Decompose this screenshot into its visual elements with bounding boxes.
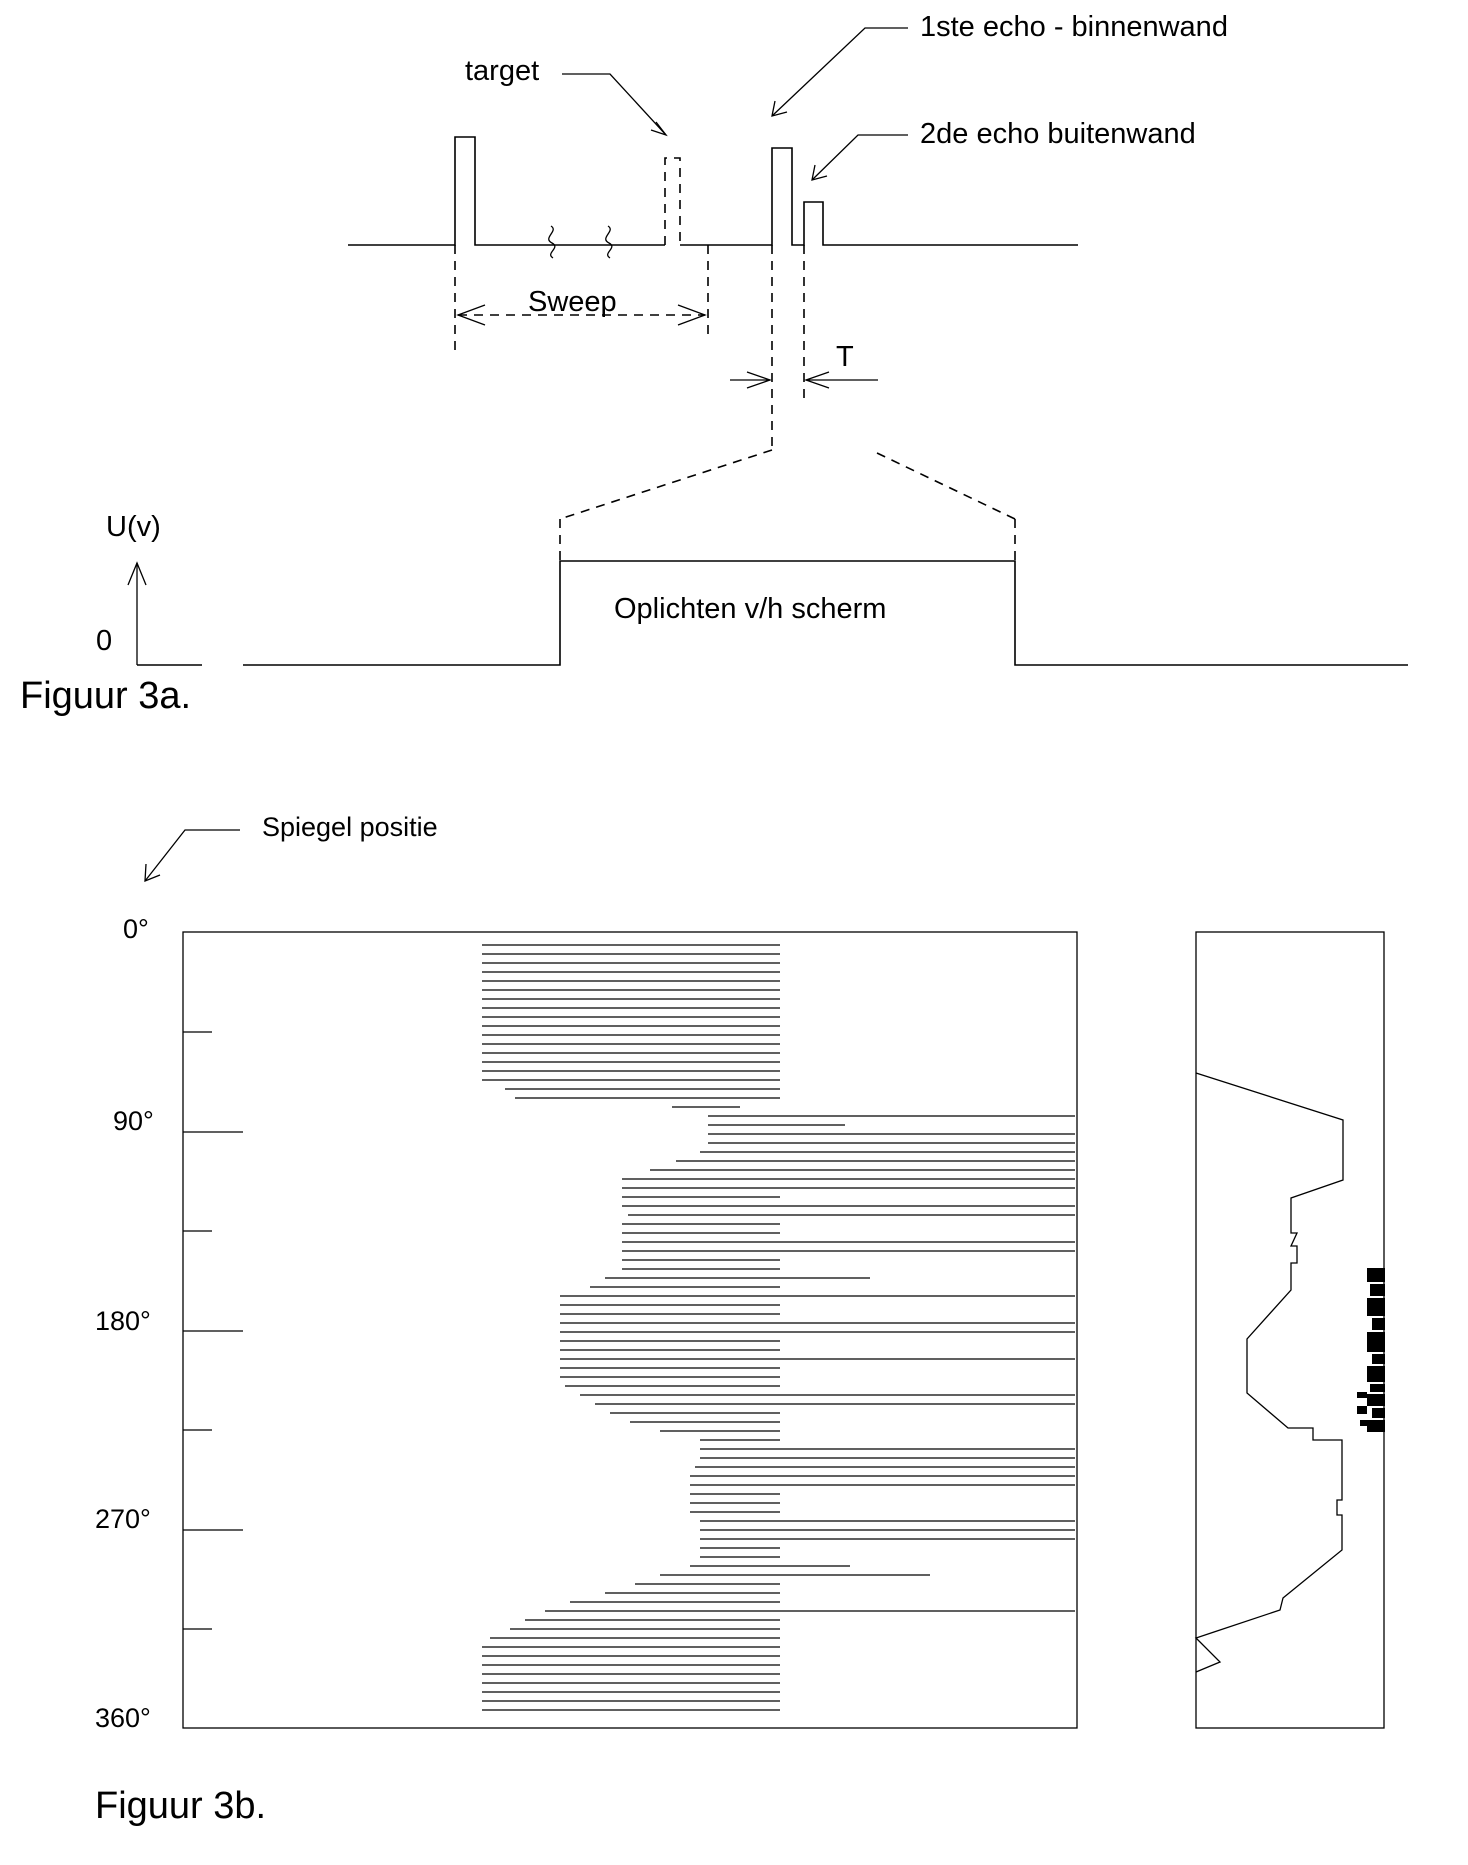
projection-left (559, 449, 773, 520)
screen-brightening-pulse (243, 560, 1408, 666)
mirror-position-leader (144, 829, 240, 882)
angle-label-360: 360° (95, 1703, 151, 1733)
defect-marker (1367, 1366, 1385, 1382)
defect-marker (1370, 1384, 1385, 1392)
defect-marker (1367, 1298, 1385, 1316)
t-arrow-left (746, 371, 772, 389)
break-mark-2 (605, 225, 613, 259)
break-mark-1 (548, 225, 556, 259)
scan-display-frame (182, 931, 1078, 1729)
defect-marker (1372, 1354, 1385, 1364)
figure-3a-caption: Figuur 3a. (20, 675, 191, 717)
echo2-label: 2de echo buitenwand (920, 118, 1196, 150)
angle-ticks (183, 1031, 243, 1630)
angle-label-90: 90° (113, 1106, 154, 1136)
target-pulse-dashed (664, 157, 681, 245)
target-label: target (465, 55, 539, 87)
angle-label-180: 180° (95, 1306, 151, 1336)
defect-marker (1357, 1406, 1367, 1414)
echo2-arrowhead (811, 164, 828, 181)
defect-marker (1372, 1408, 1385, 1418)
wall-profile-frame (1195, 931, 1385, 1729)
axis-u-arrowhead (127, 561, 147, 586)
mirror-position-label: Spiegel positie (262, 812, 438, 842)
figure-3a: Sweep target 1ste echo - binnenwand 2de … (20, 11, 1408, 717)
defect-marker (1367, 1268, 1385, 1282)
defect-markers (1357, 1268, 1385, 1432)
figure-3b: Spiegel positie 0° 90° 180° 270° 360° (95, 812, 1385, 1827)
echo1-leader (771, 27, 908, 117)
target-leader (562, 73, 667, 136)
echo1-label: 1ste echo - binnenwand (920, 11, 1228, 43)
t-label: T (836, 341, 854, 373)
defect-marker (1370, 1284, 1385, 1296)
target-leader-arrowhead (650, 121, 668, 137)
defect-marker (1372, 1318, 1385, 1330)
figure-3b-caption: Figuur 3b. (95, 1785, 266, 1827)
sweep-arrow-right (677, 304, 707, 326)
defect-marker (1367, 1332, 1385, 1352)
angle-label-0: 0° (123, 914, 149, 944)
wall-profile-curve (1194, 1072, 1344, 1673)
sweep-label: Sweep (528, 286, 617, 318)
defect-marker (1357, 1392, 1367, 1398)
mirror-position-arrowhead (144, 863, 161, 882)
axis-zero-label: 0 (96, 625, 112, 657)
echo2-leader (811, 134, 908, 181)
projection-right (876, 452, 1016, 520)
scan-lines (482, 944, 1075, 1711)
defect-marker (1360, 1420, 1368, 1426)
t-arrow-right (804, 371, 830, 389)
screen-brightening-label: Oplichten v/h scherm (614, 593, 886, 625)
sweep-baseline-left (348, 136, 665, 246)
echo1-arrowhead (771, 100, 788, 117)
defect-marker (1367, 1420, 1385, 1432)
angle-label-270: 270° (95, 1504, 151, 1534)
echo-baseline-right (680, 147, 1078, 246)
sweep-arrow-left (456, 304, 486, 326)
defect-marker (1367, 1394, 1385, 1406)
axis-u-label: U(v) (106, 511, 161, 543)
